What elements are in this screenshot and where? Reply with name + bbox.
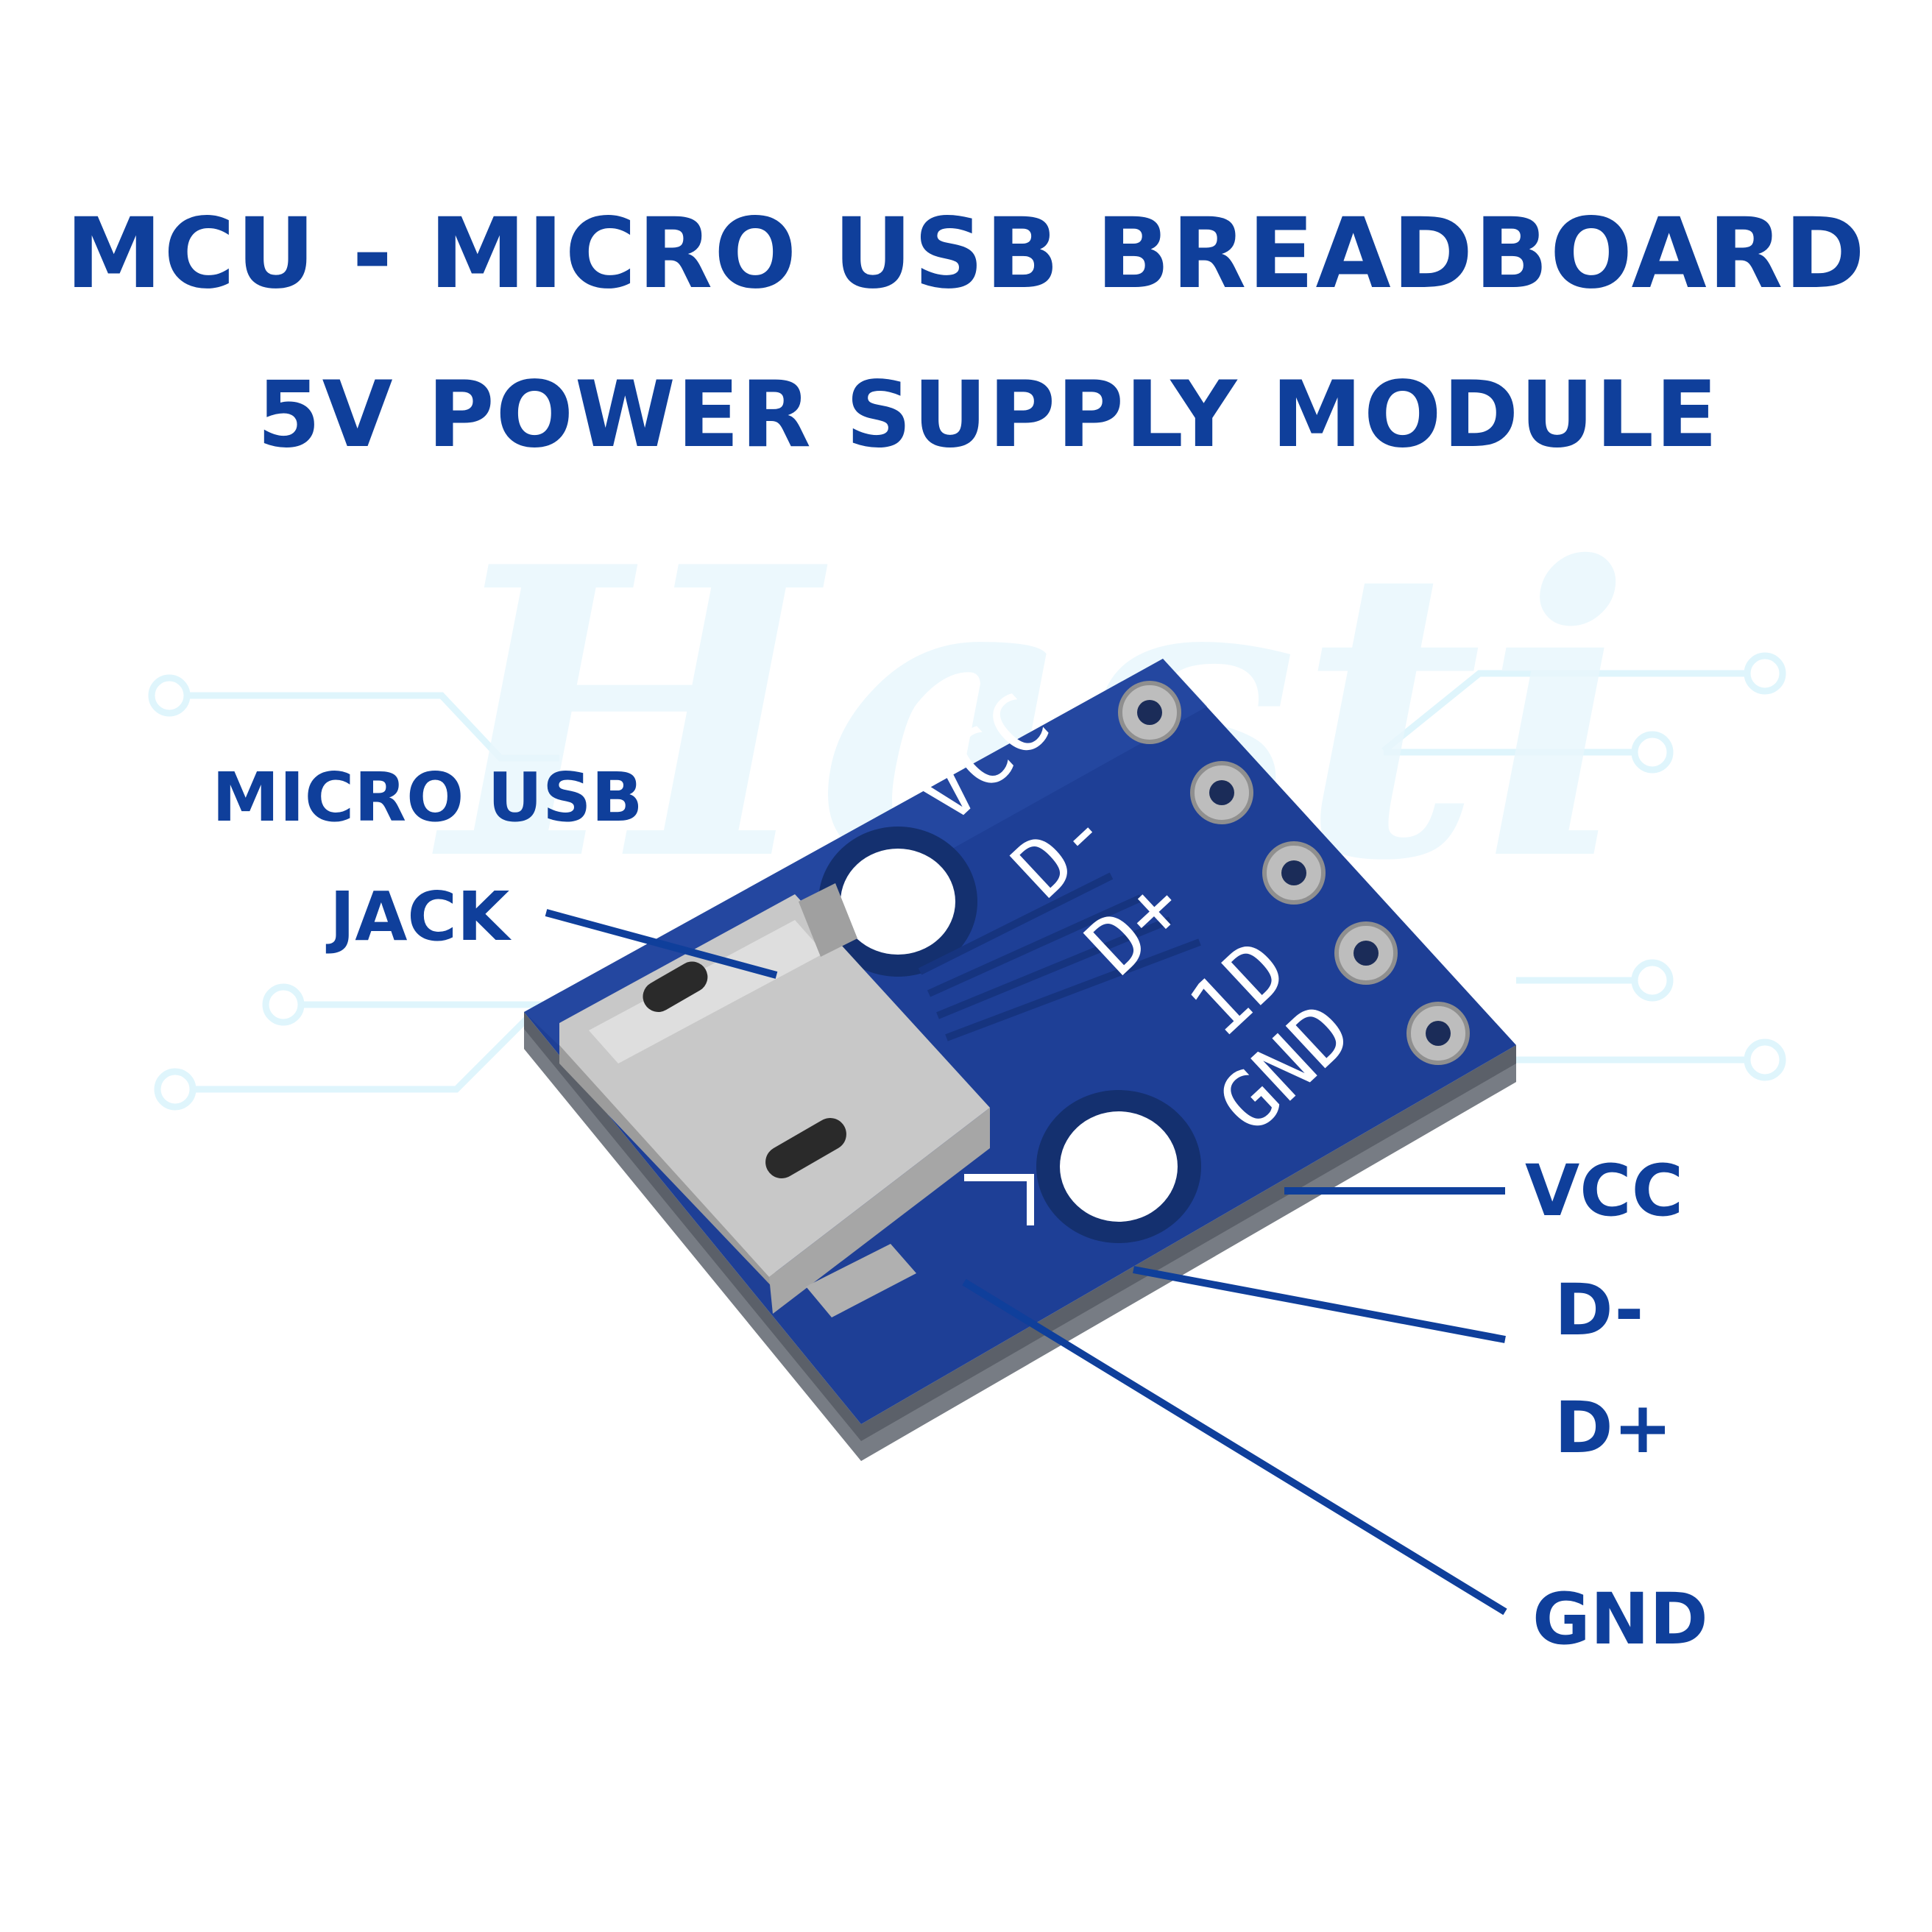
leader-gnd: [962, 1278, 1507, 1616]
connector-slots: [643, 961, 846, 1178]
callout-pin-d-minus: D-: [1554, 1269, 1644, 1351]
connector-front-face: [559, 1045, 780, 1295]
title-line-1: MCU - MICRO USB BREADBOARD: [66, 197, 1866, 311]
title-line-2: 5V POWER SUPPLY MODULE: [257, 362, 1719, 468]
callout-micro-usb: MICRO USB: [212, 758, 643, 837]
connector-side: [769, 1108, 990, 1314]
pcb-traces: [918, 872, 1201, 1041]
connector-tab-top: [799, 883, 857, 957]
mounting-hole-bottom: [1036, 1090, 1201, 1243]
callout-pin-d-plus: D+: [1554, 1387, 1673, 1469]
callout-jack: JACK: [330, 877, 510, 956]
circuit-trace-decoration: [148, 652, 1786, 1111]
callout-pin-vcc: VCC: [1525, 1150, 1684, 1232]
mounting-hole-top: [818, 827, 977, 977]
connector-top-highlight: [589, 920, 824, 1064]
callout-pin-gnd: GND: [1532, 1578, 1708, 1660]
leader-d-minus: [1133, 1266, 1506, 1343]
leader-jack: [545, 909, 778, 979]
pin-pads: [1118, 681, 1470, 1065]
micro-usb-connector: [559, 883, 990, 1317]
callout-leader-lines: [545, 909, 1507, 1616]
connector-tab-bottom: [806, 1244, 916, 1317]
silk-corner-mark: [964, 1174, 1034, 1225]
